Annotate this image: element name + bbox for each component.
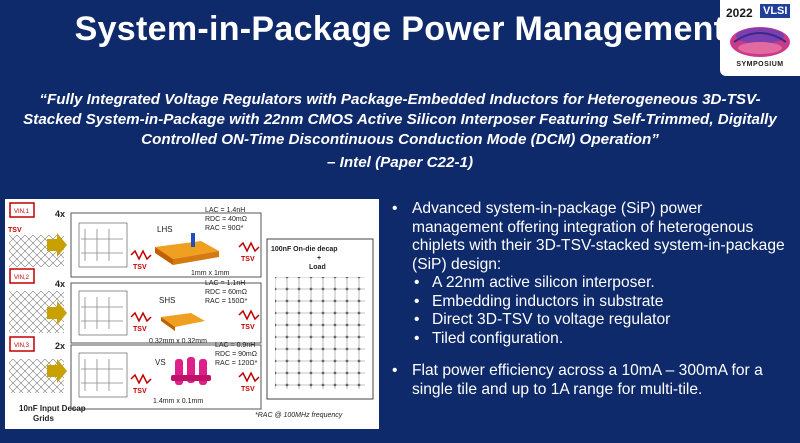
- inductor-shs: [161, 313, 205, 327]
- tile-frame-1: [70, 212, 262, 278]
- tsv-resistor-2: [130, 311, 152, 323]
- lac-1: LAC = 1.4nH: [205, 207, 245, 214]
- tsv-resistor-1: [130, 249, 152, 261]
- mult-3: 2x: [55, 341, 65, 351]
- vin1-box: [9, 202, 35, 218]
- tsv-resistor-right-3: [238, 371, 260, 383]
- sub-bullet-4: •Tiled configuration.: [414, 329, 564, 347]
- vin2-label: VIN,2: [14, 275, 30, 281]
- sip-diagram-figure: VIN,1 TSV 4x TSV LHS 1mm x 1mm LAC = 1.4…: [5, 199, 379, 429]
- row-vs: VIN,3 2x TSV VS 1.4mm x 0.1mm LAC = 0.9n…: [9, 336, 262, 410]
- row-lhs: VIN,1 TSV 4x TSV LHS 1mm x 1mm LAC = 1.4…: [8, 202, 262, 278]
- inductor-name-3: VS: [155, 358, 166, 367]
- vin1-label: VIN,1: [14, 209, 30, 215]
- inductor-vs: [171, 357, 211, 385]
- sub-bullet-1: •A 22nm active silicon interposer.: [414, 274, 655, 291]
- tsv-resistor-3: [130, 373, 152, 385]
- rac-2: RAC = 150Ω*: [205, 298, 248, 305]
- sub-bullet-4-text: Tiled configuration.: [432, 329, 564, 347]
- footnote: *RAC @ 100MHz frequency: [255, 412, 343, 419]
- regulator-circuit-2: [78, 290, 128, 336]
- rac-3: RAC = 120Ω*: [215, 360, 258, 367]
- logo-graphic: [730, 27, 790, 57]
- regulator-circuit-3: [78, 352, 128, 398]
- sub-bullet-1-text: A 22nm active silicon interposer.: [432, 274, 655, 291]
- tsv-label-2: TSV: [133, 326, 147, 333]
- input-decap-label-1: 10nF Input Decap: [19, 404, 86, 413]
- sub-bullet-2-text: Embedding inductors in substrate: [432, 292, 664, 310]
- sub-bullet-3-text: Direct 3D-TSV to voltage regulator: [432, 311, 671, 328]
- on-die-decap-box: 100nF On-die decap + Load: [266, 238, 374, 400]
- rdc-3: RDC = 90mΩ: [215, 351, 257, 358]
- tsv-label-right-3: TSV: [241, 386, 255, 393]
- tsv-resistor-right-1: [238, 241, 260, 253]
- bullet-list: • Advanced system-in-package (SiP) power…: [392, 200, 792, 399]
- decap-plus: +: [317, 255, 321, 262]
- bullet-dot: •: [392, 362, 398, 379]
- dim-3: 1.4mm x 0.1mm: [153, 398, 203, 405]
- sub-bullet-3: •Direct 3D-TSV to voltage regulator: [414, 311, 671, 328]
- slide-title: System-in-Package Power Management: [74, 10, 726, 48]
- decap-mesh: [275, 277, 365, 389]
- mult-2: 4x: [55, 279, 65, 289]
- input-decap-label-2: Grids: [33, 414, 54, 423]
- bullet-dot: •: [392, 200, 398, 217]
- inductor-name-2: SHS: [159, 296, 175, 305]
- vin3-label: VIN,3: [14, 343, 30, 349]
- logo-vlsi: VLSI: [760, 4, 791, 18]
- bullet-2: • Flat power efficiency across a 10mA – …: [392, 362, 792, 399]
- inductor-name-1: LHS: [157, 225, 173, 234]
- vin2-box: [9, 268, 35, 284]
- decap-load: Load: [309, 264, 326, 271]
- tsv-label-3: TSV: [133, 388, 147, 395]
- via-lhs: [191, 233, 195, 247]
- dim-2: 0.32mm x 0.32mm: [149, 338, 207, 345]
- rdc-2: RDC = 60mΩ: [205, 289, 247, 296]
- decap-title: 100nF On-die decap: [271, 246, 338, 253]
- paper-attribution: – Intel (Paper C22-1): [326, 154, 474, 171]
- inductor-lhs: [155, 241, 219, 259]
- tsv-label-right-1: TSV: [241, 256, 255, 263]
- vlsi-symposium-logo: 2022 VLSI SYMPOSIUM: [720, 0, 800, 76]
- tsv-resistor-right-2: [238, 309, 260, 321]
- tile-frame-2: [70, 282, 262, 344]
- bullet-1-text: Advanced system-in-package (SiP) power m…: [412, 200, 785, 273]
- tsv-label-left-1: TSV: [8, 227, 22, 234]
- rdc-1: RDC = 40mΩ: [205, 216, 247, 223]
- logo-symposium: SYMPOSIUM: [736, 61, 784, 68]
- vin3-box: [9, 336, 35, 352]
- arrow-2: [47, 301, 67, 325]
- tile-frame-3: [70, 344, 262, 410]
- logo-year: 2022: [726, 6, 753, 20]
- tsv-label-1: TSV: [133, 264, 147, 271]
- paper-title-quote: “Fully Integrated Voltage Regulators wit…: [23, 91, 777, 148]
- tsv-label-right-2: TSV: [241, 324, 255, 331]
- dim-1: 1mm x 1mm: [191, 270, 230, 277]
- sub-bullet-2: •Embedding inductors in substrate: [414, 292, 664, 310]
- sip-diagram: VIN,1 TSV 4x TSV LHS 1mm x 1mm LAC = 1.4…: [8, 202, 374, 423]
- arrow-3: [47, 359, 67, 383]
- lac-3: LAC = 0.9nH: [215, 342, 255, 349]
- lac-2: LAC = 1.1nH: [205, 280, 245, 287]
- bullet-1: • Advanced system-in-package (SiP) power…: [392, 200, 792, 274]
- rac-1: RAC = 90Ω*: [205, 225, 244, 232]
- mult-1: 4x: [55, 209, 65, 219]
- regulator-circuit-1: [78, 222, 128, 268]
- row-shs: VIN,2 4x TSV SHS 0.32mm x 0.32mm LAC = 1…: [9, 268, 262, 345]
- bullet-2-text: Flat power efficiency across a 10mA – 30…: [412, 362, 763, 398]
- arrow-1: [47, 233, 67, 257]
